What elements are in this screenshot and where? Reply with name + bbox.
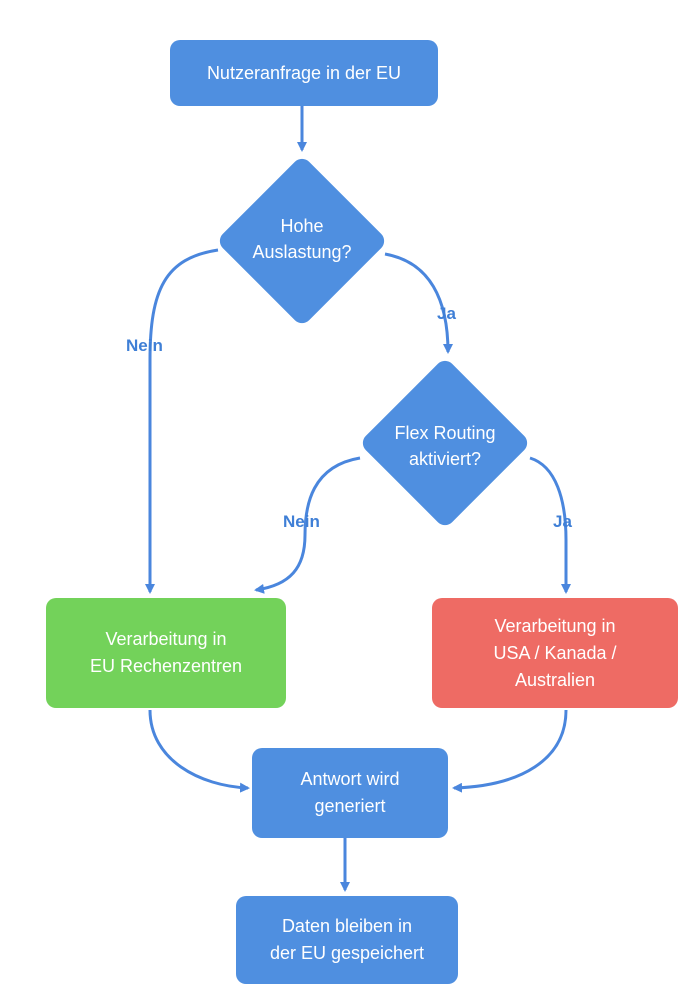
arrow-flex-no	[254, 456, 361, 594]
node-data-stays-line-2: der EU gespeichert	[269, 943, 425, 963]
node-eu-processing-line-1: Verarbeitung in	[105, 629, 227, 649]
node-data-stays-in-eu: Daten bleiben in der EU gespeichert	[236, 896, 458, 984]
node-response-generated: Antwort wird generiert	[252, 748, 448, 838]
decision-flex-routing-line-2: aktiviert?	[408, 449, 482, 469]
decision-flex-routing-label: Flex Routing aktiviert?	[360, 420, 530, 472]
arrow-high-load-yes	[384, 252, 453, 354]
node-foreign-processing: Verarbeitung in USA / Kanada / Australie…	[432, 598, 678, 708]
decision-flex-routing-line-1: Flex Routing	[394, 423, 496, 443]
edge-label-flex-no: Nein	[283, 512, 320, 531]
edge-label-flex-yes: Ja	[553, 512, 572, 531]
arrow-high-load-no	[145, 248, 219, 594]
edge-label-high-load-no: Nein	[126, 336, 163, 355]
decision-high-load-line-2: Auslastung?	[252, 242, 352, 262]
node-foreign-processing-line-1: Verarbeitung in	[494, 615, 616, 636]
arrow-eu-to-response	[148, 709, 250, 793]
edge-label-high-load-yes: Ja	[437, 304, 456, 323]
node-user-request-label: Nutzeranfrage in der EU	[206, 62, 402, 83]
decision-high-load-line-1: Hohe	[280, 216, 324, 236]
node-user-request: Nutzeranfrage in der EU	[170, 40, 438, 106]
node-foreign-processing-line-3: Australien	[514, 669, 596, 690]
arrow-foreign-to-response	[452, 709, 568, 793]
decision-high-load-label: Hohe Auslastung?	[217, 213, 387, 265]
arrow-flex-yes	[529, 456, 571, 594]
node-response-line-1: Antwort wird	[300, 769, 400, 789]
node-foreign-processing-line-2: USA / Kanada /	[493, 642, 617, 663]
node-response-line-2: generiert	[314, 796, 386, 816]
node-eu-processing: Verarbeitung in EU Rechenzentren	[46, 598, 286, 708]
node-data-stays-line-1: Daten bleiben in	[281, 916, 413, 936]
node-eu-processing-line-2: EU Rechenzentren	[89, 656, 243, 676]
